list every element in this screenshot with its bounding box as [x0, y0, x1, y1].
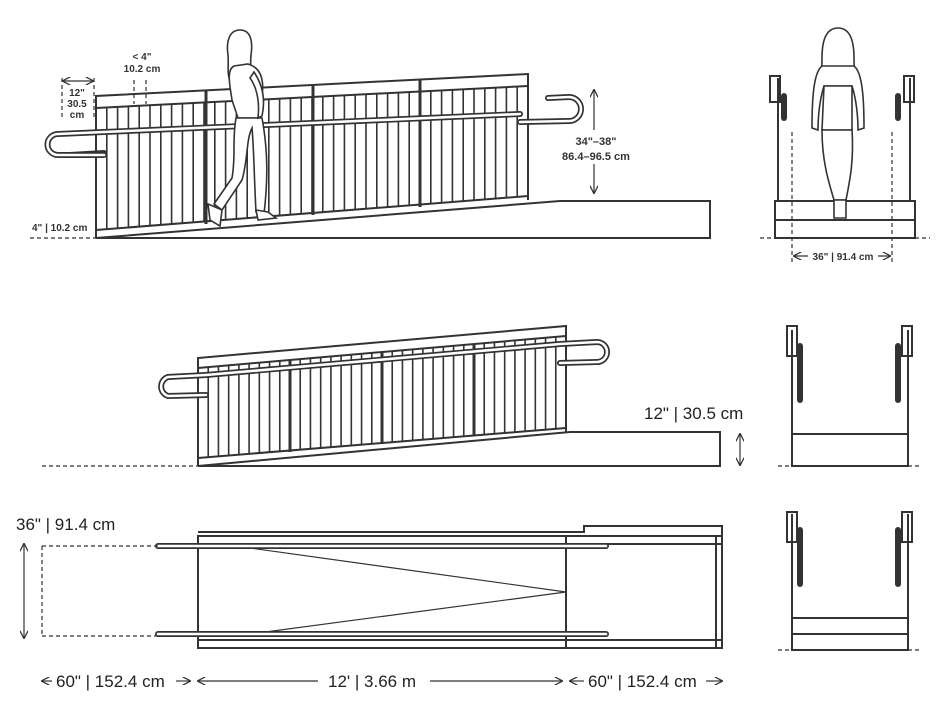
side-view-middle: 12" | 30.5 cm — [42, 324, 743, 467]
person-back-icon — [811, 27, 865, 219]
ramp-slab — [95, 200, 711, 239]
front-view-top: 36" | 91.4 cm — [760, 27, 930, 263]
curb-label: 4" | 10.2 cm — [32, 223, 87, 234]
person-walking-icon — [207, 29, 279, 228]
front-view-middle — [778, 325, 922, 467]
rail-height-label: 34"–38" — [575, 136, 616, 148]
ramp-slab-middle — [197, 431, 721, 467]
landing-left-label: 60" | 152.4 cm — [56, 672, 165, 691]
spacing-unit-label: cm — [70, 110, 85, 121]
rise-label: 12" | 30.5 cm — [644, 404, 743, 423]
left-post — [769, 75, 781, 103]
front-width-label: 36" | 91.4 cm — [813, 252, 874, 263]
gap-label: < 4" — [133, 52, 152, 63]
plan-view: 36" | 91.4 cm 60" | 152.4 cm 12' | 3.66 … — [16, 515, 723, 691]
gap-cm-label: 10.2 cm — [124, 64, 161, 75]
front-view-bottom — [778, 511, 922, 651]
spacing-cm-label: 30.5 — [67, 99, 87, 110]
spacing-label: 12" — [69, 88, 85, 99]
railing-frame-middle — [197, 324, 567, 466]
slope-indicator — [249, 547, 567, 635]
balusters — [106, 86, 519, 230]
plan-outline — [198, 525, 723, 535]
plan-width-label: 36" | 91.4 cm — [16, 515, 115, 534]
side-view-top: 12" 30.5 cm < 4" 10.2 cm 4" | 10.2 cm 34… — [30, 29, 711, 239]
rail-height-cm-label: 86.4–96.5 cm — [562, 151, 630, 163]
landing-right-label: 60" | 152.4 cm — [588, 672, 697, 691]
right-post — [903, 75, 915, 103]
run-label: 12' | 3.66 m — [328, 672, 416, 691]
